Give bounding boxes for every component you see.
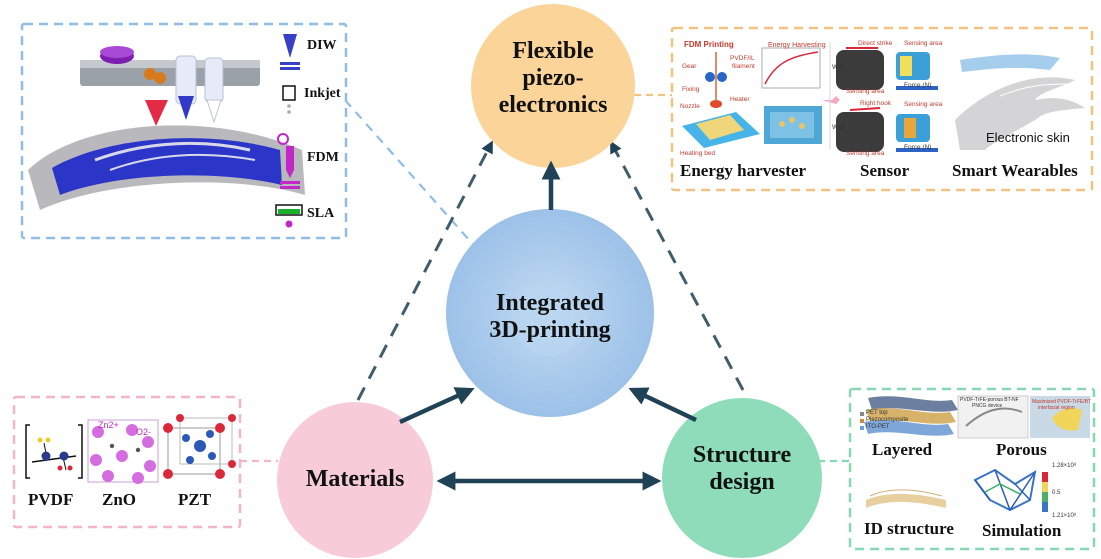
filament-label-2: filament xyxy=(732,63,755,70)
porous-note-1b: PNCG device xyxy=(972,403,1003,409)
structure-title: Structure design xyxy=(672,442,812,496)
structure-line2: design xyxy=(709,468,775,495)
sensing-area-label-2: Sensing area xyxy=(904,101,943,108)
heater-label: Heater xyxy=(730,96,750,103)
caption-pzt: PZT xyxy=(178,490,212,509)
box-materials xyxy=(12,395,242,529)
zno-structure xyxy=(87,419,159,484)
force-label-1: Force (N) xyxy=(904,82,932,89)
arrow-structure-to-center xyxy=(628,387,697,423)
flexible-line2: piezo- xyxy=(522,64,584,91)
flexible-title: Flexible piezo- electronics xyxy=(488,38,618,119)
pzt-structure xyxy=(163,414,236,479)
nozzle-label: Nozzle xyxy=(680,103,700,110)
caption-simulation: Simulation xyxy=(982,521,1062,540)
force-label-2: Force (N) xyxy=(904,144,932,151)
filament-label-1: PVDF/IL xyxy=(730,55,755,62)
caption-porous: Porous xyxy=(996,440,1047,459)
method-sla: SLA xyxy=(307,206,335,221)
sensing-area-label-1: Sensing area xyxy=(904,40,943,47)
fdm-icon xyxy=(277,133,289,145)
center-line2: 3D-printing xyxy=(489,316,611,343)
electronic-skin-illustration xyxy=(955,54,1085,150)
electronic-skin-label: Electronic skin xyxy=(986,130,1070,145)
node-flexible-piezoelectronics xyxy=(471,4,635,168)
diw-icon xyxy=(283,34,297,58)
simulation-illustration xyxy=(973,468,1048,512)
flexible-line1: Flexible xyxy=(512,38,594,64)
structure-line1: Structure xyxy=(692,442,792,468)
caption-sensor: Sensor xyxy=(860,161,910,180)
inkjet-icon xyxy=(282,85,296,101)
gear-label: Gear xyxy=(682,63,697,70)
layered-illustration xyxy=(860,396,958,436)
fixing-label: Fixing xyxy=(682,86,700,93)
sim-min-value: 1.21×10⁸ xyxy=(1052,513,1077,519)
node-materials xyxy=(277,402,433,558)
materials-title: Materials xyxy=(305,466,405,492)
center-inner-glow xyxy=(512,280,588,356)
id-structure-illustration xyxy=(866,489,946,508)
sim-max-value: 1.28×10⁸ xyxy=(1052,463,1077,469)
caption-pvdf: PVDF xyxy=(28,490,74,509)
porous-note-2a: Maximized PVDF-TrFE/BT xyxy=(1032,399,1091,405)
caption-smart-wearables: Smart Wearables xyxy=(952,161,1078,180)
porous-note-2b: interfacial region xyxy=(1038,405,1075,411)
fdm-energy-illustration xyxy=(682,47,840,148)
heating-bed-label: Heating bed xyxy=(680,150,716,157)
zn-ion-label: Zn2+ xyxy=(98,420,119,430)
pvdf-structure xyxy=(25,424,83,479)
layer-piezocomposite: Piezocomposite xyxy=(866,417,909,423)
sim-mid-value: 0.5 xyxy=(1052,490,1061,496)
porous-note-1a: PVDF-TrFE-porous BT-NF xyxy=(960,397,1019,403)
connector-print-methods xyxy=(344,99,479,251)
printing-method-icons xyxy=(275,34,303,228)
center-line1: Integrated xyxy=(496,290,604,316)
caption-layered: Layered xyxy=(872,440,933,459)
printer-illustration xyxy=(28,46,305,210)
sensor-illustration xyxy=(829,42,938,152)
sensing-area-label-3: Sensing area xyxy=(846,88,885,95)
porous-illustration xyxy=(957,395,1090,439)
o-ion-label: O2- xyxy=(136,427,152,437)
direct-strike-label: Direct strike xyxy=(858,40,893,47)
wall-label-2: Wall xyxy=(832,124,845,131)
center-title: Integrated 3D-printing xyxy=(470,290,630,344)
caption-zno: ZnO xyxy=(102,490,137,509)
wall-label-1: Wall xyxy=(832,64,845,71)
fdm-printing-label: FDM Printing xyxy=(684,40,734,49)
method-inkjet: Inkjet xyxy=(304,86,341,101)
layer-ito-pet: ITO-PET xyxy=(866,424,890,430)
caption-id-structure: ID structure xyxy=(864,519,954,538)
right-hook-label: Right hook xyxy=(860,100,892,107)
flexible-line3: electronics xyxy=(498,91,608,118)
method-diw: DIW xyxy=(307,38,337,53)
arrow-materials-to-center xyxy=(399,387,475,425)
caption-energy-harvester: Energy harvester xyxy=(680,161,807,180)
energy-harvesting-label: Energy Harvesting xyxy=(768,42,826,49)
layer-pet-top: PET top xyxy=(866,410,888,416)
sensing-area-label-4: Sensing area xyxy=(846,150,885,157)
node-structure-design xyxy=(662,398,822,558)
method-fdm: FDM xyxy=(307,150,339,165)
